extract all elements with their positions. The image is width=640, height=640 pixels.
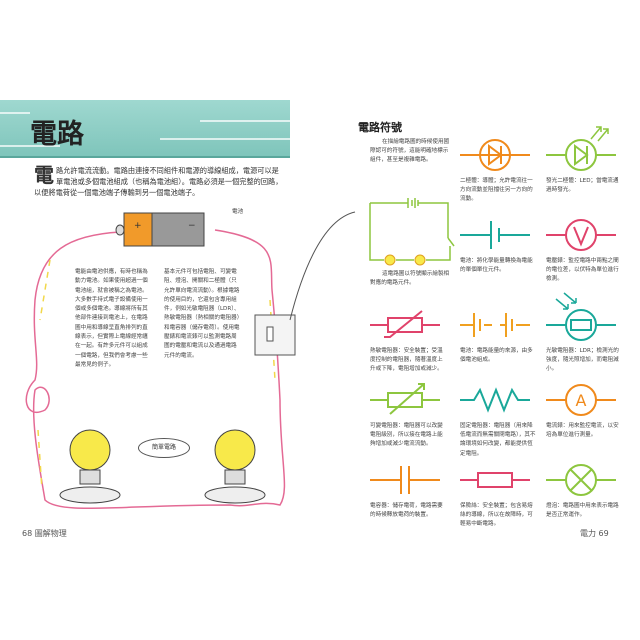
title-banner <box>0 100 290 158</box>
page-number-right: 電力 69 <box>580 528 609 539</box>
variable-resistor-caption: 可變電阻器：電阻器可以改變電阻級別，所以接在電路上能夠增加或減少電流流動。 <box>370 423 443 448</box>
page-title: 電路 <box>30 119 84 150</box>
led-symbol-icon <box>546 126 616 171</box>
battery-icon <box>115 212 205 247</box>
svg-text:A: A <box>576 391 587 410</box>
fixed-resistor-symbol-icon <box>460 387 530 413</box>
fixed-resistor-caption: 固定電阻器：電阻器（用來降低電流而無需關閉電路），其不論環境如何改變，都能提供恆… <box>460 423 536 457</box>
led-caption: 發光二極體：LED；當電流通過時發光。 <box>546 178 619 194</box>
callout-line <box>289 211 356 321</box>
battery-minus: − <box>188 221 196 231</box>
thermistor-caption: 熱敏電阻器：安全裝置；受溫度控制的電阻器，隨著溫度上升或下降，電阻增加或減少。 <box>370 348 443 373</box>
page-number: 68 <box>22 529 33 538</box>
book-title: 圖解物理 <box>34 529 67 538</box>
lamp-caption: 燈泡：電路圖中用來表示電路是否正常運作。 <box>546 503 619 519</box>
text-column-2: 基本元件可包括電阻、可變電阻、燈泡、開關和二極體（只允許單向電流流動）。根據電路… <box>164 269 240 359</box>
battery-plus: + <box>134 221 142 231</box>
variable-resistor-symbol-icon <box>370 383 440 415</box>
ldr-symbol-icon <box>546 292 616 341</box>
voltmeter-caption: 電壓錶：監控電路中兩點之間的電位差，以伏特為單位進行檢測。 <box>546 258 619 283</box>
simple-circuit-label: 簡單電路 <box>138 438 190 458</box>
section-name: 電力 <box>580 529 596 538</box>
battery-label: 電池 <box>232 209 244 215</box>
text-column-1: 電能由電池供應，有時也稱為動力電池。如果使用超過一個電池組，就會被稱之為電池。大… <box>75 269 148 368</box>
switch-icon <box>254 314 296 356</box>
diagram-caption: 這電路圖以符號顯示繪製相對應的電路元件。 <box>370 271 450 287</box>
symbols-intro: 在描繪電路圖的時候使用國際認可的符號，這能明確地標示組件，甚至是複雜電路。 <box>370 139 450 164</box>
ammeter-caption: 電流錶：用來監控電流，以安培為單位進行測量。 <box>546 423 619 439</box>
fuse-caption: 保險絲：安全裝置；包含易熔絲的導線，所以在故障時，可輕易中斷電路。 <box>460 503 533 528</box>
thermistor-symbol-icon <box>370 310 440 338</box>
lamp-symbol-icon <box>546 464 616 496</box>
ldr-caption: 光敏電阻器：LDR；檢測光的強度，隨光照增加，而電阻減小。 <box>546 348 619 373</box>
cell-caption: 電池：將化學能量轉換為電能的單個單位元件。 <box>460 258 533 274</box>
bulb-icon-right <box>204 429 266 504</box>
drop-cap: 電 <box>34 163 54 187</box>
intro-paragraph: 電路允許電流流動。電路由連接不同組件和電源的導線組成，電源可以是單電池或多個電池… <box>34 165 284 198</box>
page-number-left: 68 圖解物理 <box>22 528 67 539</box>
battery-caption: 電池：電路能量的來源，由多個電池組成。 <box>460 348 533 364</box>
page-number: 69 <box>598 529 609 538</box>
capacitor-symbol-icon <box>370 466 440 494</box>
battery-symbol-icon <box>460 313 530 337</box>
symbols-heading: 電路符號 <box>358 121 402 134</box>
diode-symbol-icon <box>460 139 530 171</box>
bulb-icon-left <box>59 429 121 504</box>
circuit-diagram <box>369 198 455 266</box>
voltmeter-symbol-icon <box>546 219 616 251</box>
ammeter-symbol-icon: A <box>546 384 616 416</box>
capacitor-caption: 電容器：儲存電荷，電路需要的時候釋放電荷的裝置。 <box>370 503 443 519</box>
fuse-symbol-icon <box>460 472 530 488</box>
diode-caption: 二極體：導體；允許電流往一方向流動並阻擋往另一方向的流動。 <box>460 178 533 203</box>
intro-text: 路允許電流流動。電路由連接不同組件和電源的導線組成，電源可以是單電池或多個電池組… <box>34 166 283 197</box>
cell-symbol-icon <box>460 221 530 249</box>
